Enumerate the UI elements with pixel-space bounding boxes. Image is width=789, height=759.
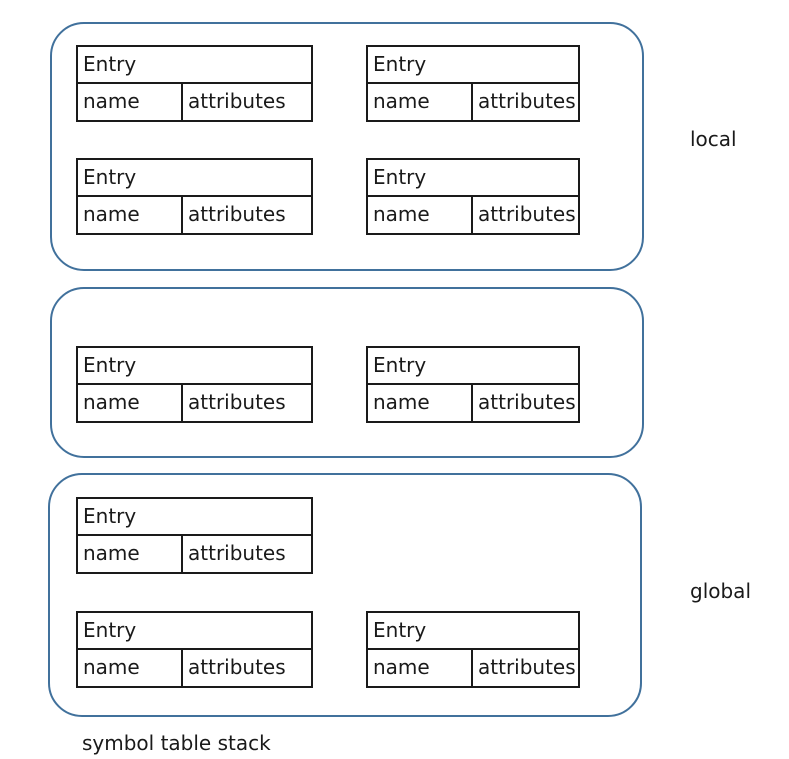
entry-box: Entry name attributes: [366, 158, 580, 235]
entry-name-field: name: [368, 385, 473, 421]
entry-header: Entry: [368, 160, 578, 197]
caption-symbol-table-stack: symbol table stack: [82, 731, 271, 755]
entry-attributes-field: attributes: [188, 89, 286, 113]
entry-name-field: name: [78, 536, 183, 572]
entry-header: Entry: [78, 47, 311, 84]
entry-name-field: name: [78, 385, 183, 421]
entry-box: Entry name attributes: [76, 158, 313, 235]
entry-header: Entry: [78, 348, 311, 385]
entry-header: Entry: [368, 47, 578, 84]
entry-header: Entry: [368, 348, 578, 385]
entry-attributes-field: attributes: [188, 541, 286, 565]
entry-attributes-field: attributes: [478, 390, 576, 414]
entry-name-field: name: [368, 650, 473, 686]
entry-attributes-field: attributes: [188, 390, 286, 414]
entry-name-field: name: [78, 650, 183, 686]
entry-box: Entry name attributes: [76, 45, 313, 122]
entry-attributes-field: attributes: [188, 202, 286, 226]
entry-attributes-field: attributes: [188, 655, 286, 679]
entry-attributes-field: attributes: [478, 89, 576, 113]
label-global: global: [690, 579, 751, 603]
entry-name-field: name: [78, 84, 183, 120]
entry-box: Entry name attributes: [76, 611, 313, 688]
entry-header: Entry: [78, 160, 311, 197]
entry-box: Entry name attributes: [366, 45, 580, 122]
entry-header: Entry: [368, 613, 578, 650]
entry-box: Entry name attributes: [366, 611, 580, 688]
entry-header: Entry: [78, 613, 311, 650]
entry-box: Entry name attributes: [366, 346, 580, 423]
label-local: local: [690, 127, 737, 151]
entry-box: Entry name attributes: [76, 346, 313, 423]
entry-box: Entry name attributes: [76, 497, 313, 574]
entry-name-field: name: [368, 84, 473, 120]
entry-attributes-field: attributes: [478, 202, 576, 226]
entry-header: Entry: [78, 499, 311, 536]
entry-name-field: name: [368, 197, 473, 233]
entry-name-field: name: [78, 197, 183, 233]
entry-attributes-field: attributes: [478, 655, 576, 679]
